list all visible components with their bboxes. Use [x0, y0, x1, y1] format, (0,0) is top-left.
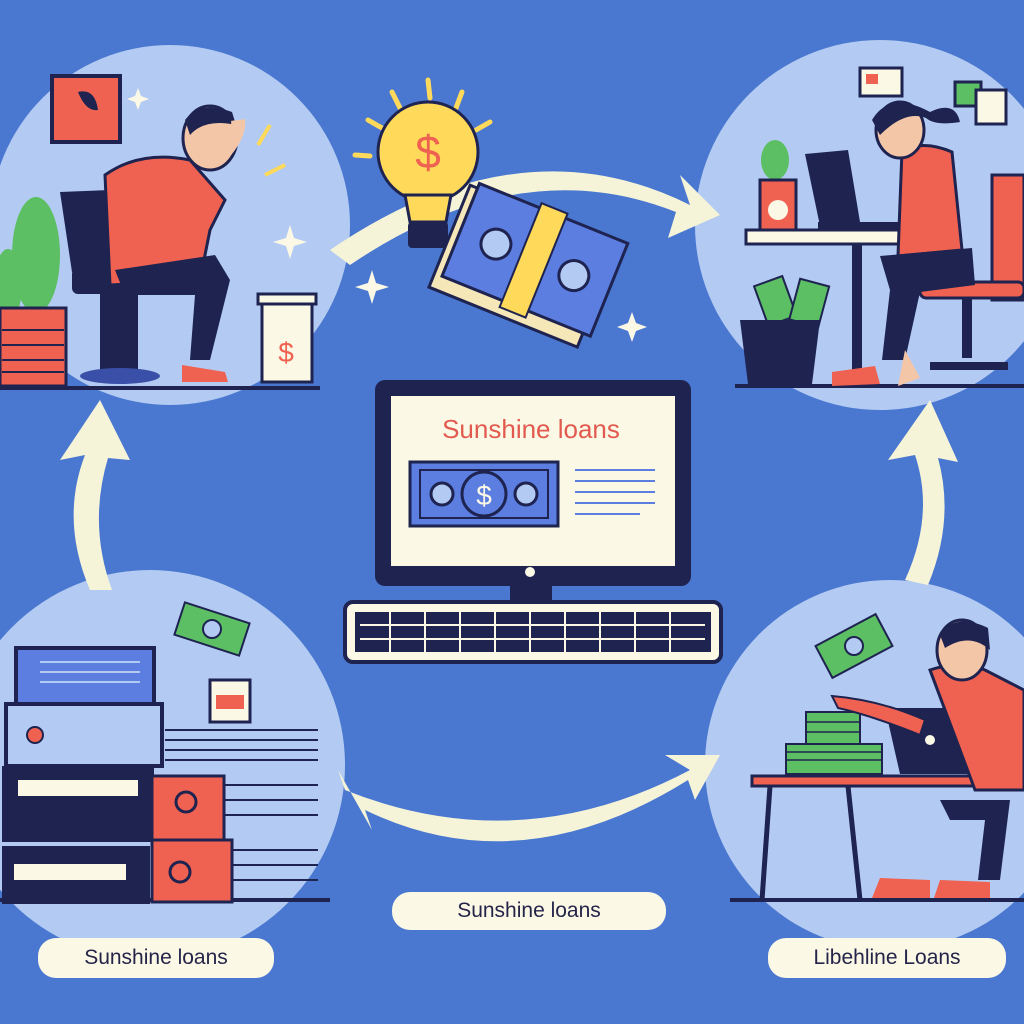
coffee-cup	[260, 296, 314, 384]
label-pill-right: Libehline Loans	[768, 938, 1006, 978]
svg-text:$: $	[415, 126, 441, 178]
keyboard-icon	[343, 600, 723, 664]
cycle-arrow-icon	[60, 171, 958, 842]
label-text: Sunshine loans	[84, 946, 228, 969]
screen-heading: Sunshine loans	[442, 414, 620, 444]
wall-frame	[50, 74, 122, 144]
lightbulb-dollar-icon: $	[352, 77, 493, 248]
sparkle-icon	[355, 270, 389, 304]
money-stack	[785, 711, 883, 775]
top-arrow	[330, 171, 720, 265]
right-up-arrow	[888, 400, 958, 585]
man-laptop-scene	[750, 612, 1024, 901]
svg-text:$: $	[476, 480, 492, 511]
svg-text:$: $	[278, 337, 294, 368]
bottom-arrow	[338, 755, 720, 842]
money-bundle-icon	[426, 181, 630, 350]
computer-monitor-icon: $	[375, 380, 691, 606]
label-text: Libehline Loans	[813, 946, 961, 969]
left-up-arrow	[60, 400, 130, 590]
label-pill-left: Sunshine loans	[38, 938, 274, 978]
woman-laptop-scene	[740, 66, 1024, 386]
stressed-man-scene: $	[0, 74, 318, 388]
paperwork-stack-scene	[2, 601, 318, 904]
label-text: Sunshine loans	[457, 899, 601, 922]
sparkle-icon	[273, 225, 307, 259]
label-pill-center: Sunshine loans	[392, 892, 666, 930]
sparkle-icon	[617, 312, 647, 342]
